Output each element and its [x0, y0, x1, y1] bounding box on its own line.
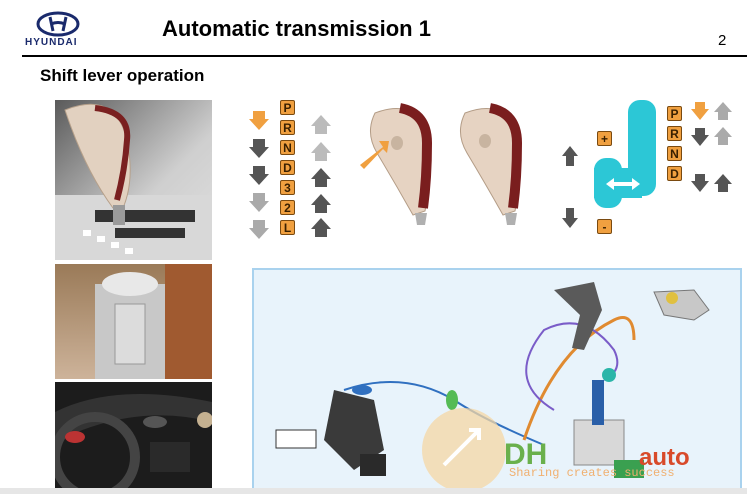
gear-letter: N — [280, 140, 295, 155]
watermark: DH auto Sharing creates success — [504, 438, 690, 480]
gear-letter: L — [280, 220, 295, 235]
knob-icon — [360, 103, 523, 225]
hyundai-logo-icon — [36, 11, 80, 37]
dashboard-photo — [55, 382, 212, 488]
watermark-tagline: Sharing creates success — [509, 466, 675, 480]
brand-name: HYUNDAI — [25, 37, 78, 48]
arrow-icons-right — [691, 102, 732, 192]
gear-letter: P — [280, 100, 295, 115]
shift-mechanism-diagram: DH auto Sharing creates success — [252, 268, 742, 490]
gear-letter: R — [667, 126, 682, 141]
page-number: 2 — [718, 32, 727, 49]
arrow-up-icon — [311, 115, 331, 237]
gear-letter-list-left: P R N D 3 2 L — [280, 100, 295, 235]
console-photo — [55, 264, 212, 379]
header-divider — [22, 55, 747, 57]
manual-minus-label: - — [597, 219, 612, 234]
page-title: Automatic transmission 1 — [162, 16, 431, 41]
gear-letter-list-right: P R N D — [667, 106, 682, 181]
gear-letter: R — [280, 120, 295, 135]
gear-letter: N — [667, 146, 682, 161]
arrow-down-icon — [249, 111, 269, 239]
gate-icon — [562, 100, 656, 228]
shift-lever-photo — [55, 100, 212, 260]
gear-letter: P — [667, 106, 682, 121]
gear-letter: D — [667, 166, 682, 181]
section-subtitle: Shift lever operation — [40, 66, 205, 85]
gear-letter: D — [280, 160, 295, 175]
bottom-bar — [0, 488, 747, 494]
watermark-text: auto — [639, 444, 690, 471]
gear-letter: 2 — [280, 200, 295, 215]
manual-plus-label: + — [597, 131, 612, 146]
gear-letter: 3 — [280, 180, 295, 195]
